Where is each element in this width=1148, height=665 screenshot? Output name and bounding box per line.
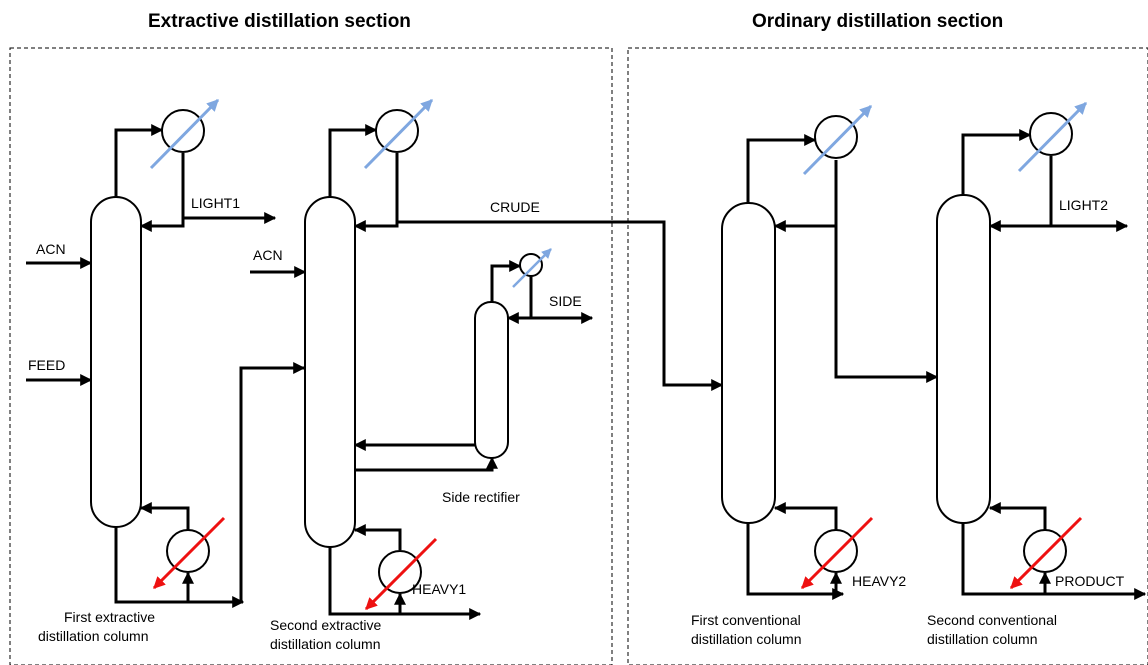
- condenser-icon: [512, 248, 552, 288]
- col3-caption-line2: distillation column: [691, 631, 802, 647]
- condenser-icon: [149, 98, 220, 170]
- col4-caption-line1: Second conventional: [927, 612, 1057, 628]
- side-rectifier-pipes: [490, 260, 594, 324]
- side-rectifier-label: Side rectifier: [442, 489, 520, 505]
- heavy1-label: HEAVY1: [412, 581, 466, 597]
- feed-label: FEED: [28, 357, 65, 373]
- second-conventional-column: [936, 194, 991, 524]
- acn2-label: ACN: [253, 247, 283, 263]
- crude-label: CRUDE: [490, 199, 540, 215]
- ordinary-section-box: [627, 47, 1148, 665]
- extractive-section-title: Extractive distillation section: [148, 11, 411, 32]
- column2-pipes: [250, 124, 724, 620]
- first-extractive-column: [90, 196, 142, 528]
- reboiler-icon: [800, 516, 874, 590]
- col4-caption-line2: distillation column: [927, 631, 1038, 647]
- column1-pipes: [26, 124, 306, 608]
- condenser-icon: [363, 98, 434, 170]
- col3-caption-line1: First conventional: [691, 612, 801, 628]
- col2-caption-line1: Second extractive: [270, 617, 381, 633]
- light2-label: LIGHT2: [1059, 197, 1108, 213]
- extractive-section-box: [9, 47, 613, 665]
- reboiler-icon: [152, 516, 226, 590]
- acn1-label: ACN: [36, 241, 66, 257]
- ordinary-section-title: Ordinary distillation section: [752, 11, 1003, 32]
- heavy2-label: HEAVY2: [852, 573, 906, 589]
- first-conventional-column: [721, 202, 776, 524]
- side-label: SIDE: [549, 293, 582, 309]
- second-extractive-column: [304, 196, 356, 548]
- condenser-icon: [1017, 101, 1088, 173]
- reboiler-icon: [1009, 516, 1083, 590]
- product-label: PRODUCT: [1055, 573, 1125, 589]
- reboiler-icon: [364, 537, 438, 611]
- col1-caption-line1: First extractive: [64, 609, 155, 625]
- condenser-icon: [802, 104, 873, 176]
- light1-label: LIGHT1: [191, 195, 240, 211]
- side-rectifier-column: [474, 301, 509, 459]
- col2-caption-line2: distillation column: [270, 636, 381, 652]
- column4-pipes: [961, 129, 1147, 600]
- col1-caption-line2: distillation column: [38, 628, 149, 644]
- column3-pipes: [746, 134, 939, 600]
